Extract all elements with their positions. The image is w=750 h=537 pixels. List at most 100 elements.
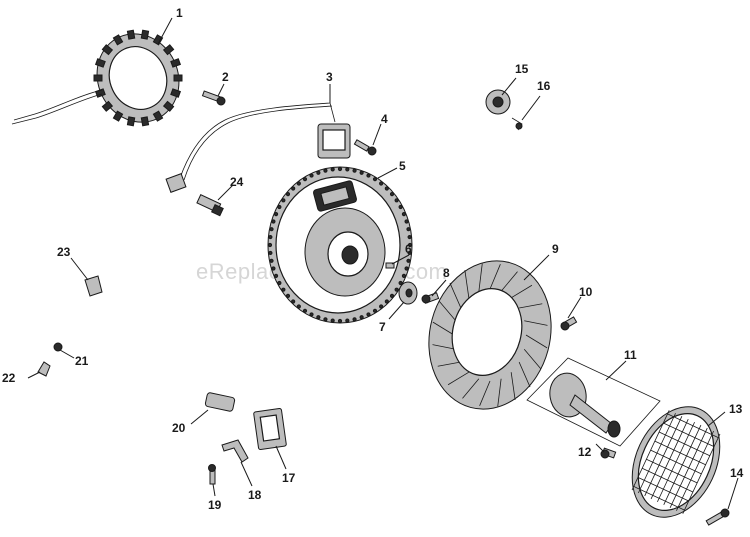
callout-24: 24 (230, 175, 244, 189)
flywheel-gear-tooth (337, 166, 343, 172)
leader-1 (157, 17, 173, 45)
hub-screw-part (600, 447, 617, 459)
flywheel-gear-tooth (316, 315, 321, 320)
fan-blade (523, 348, 542, 370)
callout-2: 2 (222, 70, 229, 84)
flywheel-gear-tooth (330, 318, 335, 323)
flywheel-gear-tooth (406, 227, 411, 232)
flywheel-gear-tooth (345, 167, 350, 172)
fan-blade (519, 303, 543, 309)
fan-blade (510, 284, 533, 299)
ignition-module-part (165, 102, 351, 193)
flywheel-gear-tooth (316, 170, 321, 175)
hub-part (526, 357, 661, 447)
callout-1: 1 (176, 6, 183, 20)
flywheel-gear-tooth (384, 299, 389, 304)
screen-mesh-line (669, 427, 708, 508)
fan-part (428, 260, 552, 410)
leader-19 (212, 483, 216, 497)
callout-15: 15 (515, 62, 529, 76)
screen-mesh-line (642, 467, 694, 493)
leader-23 (70, 257, 89, 281)
stator-tooth (170, 58, 182, 68)
screen-mesh-line (646, 458, 698, 484)
fan-blade (525, 334, 548, 349)
flywheel-gear-tooth (271, 219, 276, 224)
flywheel-gear-tooth (281, 287, 286, 292)
stator-tooth (162, 44, 175, 56)
flywheel-gear-tooth (379, 181, 384, 186)
callout-10: 10 (579, 285, 593, 299)
flywheel-gear-tooth (269, 258, 274, 263)
leader-4 (372, 123, 382, 146)
flywheel-gear-tooth (309, 312, 314, 317)
leader-16 (521, 95, 541, 121)
callout-6: 6 (405, 242, 412, 256)
callout-21: 21 (75, 354, 89, 368)
fan-blade (497, 378, 502, 407)
callout-12: 12 (578, 445, 592, 459)
flywheel-gear-tooth (291, 299, 296, 304)
leader-13 (707, 411, 726, 427)
screen-mesh-line (633, 486, 685, 511)
ignition-screw-part (353, 139, 377, 156)
flywheel-gear-tooth (296, 304, 301, 309)
terminal-part (37, 361, 51, 377)
callout-4: 4 (381, 112, 388, 126)
leader-21 (59, 349, 75, 359)
stator-tooth (126, 116, 136, 127)
fan-blade (500, 271, 518, 292)
leader-20 (190, 409, 209, 425)
stator-tooth (162, 100, 175, 112)
leader-10 (567, 296, 582, 319)
flywheel-gear-tooth (273, 211, 279, 217)
callout-9: 9 (552, 242, 559, 256)
callout-17: 17 (282, 471, 296, 485)
stator-tooth (112, 34, 124, 46)
flywheel-gear-tooth (337, 318, 343, 324)
screen-mesh-line (663, 424, 702, 506)
stator-screw-part (201, 90, 226, 106)
flywheel-gear-tooth (345, 318, 350, 323)
flywheel-gear-tooth (271, 266, 276, 271)
leader-22 (27, 371, 41, 379)
callout-3: 3 (326, 70, 333, 84)
leader-2 (217, 83, 225, 97)
flywheel-gear-tooth (366, 312, 371, 317)
callout-19: 19 (208, 498, 222, 512)
leader-18 (240, 461, 253, 487)
callout-8: 8 (443, 266, 450, 280)
flywheel-gear-tooth (389, 192, 395, 197)
leader-14 (727, 477, 739, 510)
stator-tooth (93, 74, 103, 82)
flywheel-gear-tooth (407, 234, 412, 240)
fan-blade (447, 371, 470, 386)
callout-5: 5 (399, 159, 406, 173)
fan-blade (464, 270, 470, 298)
stator-tooth (112, 110, 124, 122)
flywheel-screw-part (421, 292, 440, 304)
flywheel-gear-tooth (323, 317, 328, 322)
flywheel-gear-tooth (372, 308, 378, 313)
flywheel-gear-tooth (407, 242, 413, 248)
callout-14: 14 (730, 466, 744, 480)
flywheel-gear-tooth (281, 198, 286, 203)
stator-tooth (101, 44, 114, 56)
callout-11: 11 (624, 348, 637, 362)
fan-blade (449, 282, 462, 309)
leader-12 (595, 443, 605, 453)
fan-blade (518, 361, 531, 388)
bracket-part (221, 439, 249, 463)
leader-7 (388, 301, 405, 320)
flywheel-gear-tooth (359, 170, 364, 175)
washer-part (398, 281, 418, 305)
switch-part (485, 89, 511, 115)
leader-6 (391, 254, 410, 265)
flywheel-gear-tooth (273, 273, 279, 279)
flywheel-gear-tooth (394, 287, 399, 292)
rectifier-screw-part (208, 464, 216, 485)
screen-mesh-line (682, 433, 721, 514)
fan-blade (438, 300, 457, 322)
screen-mesh-line (650, 449, 702, 475)
